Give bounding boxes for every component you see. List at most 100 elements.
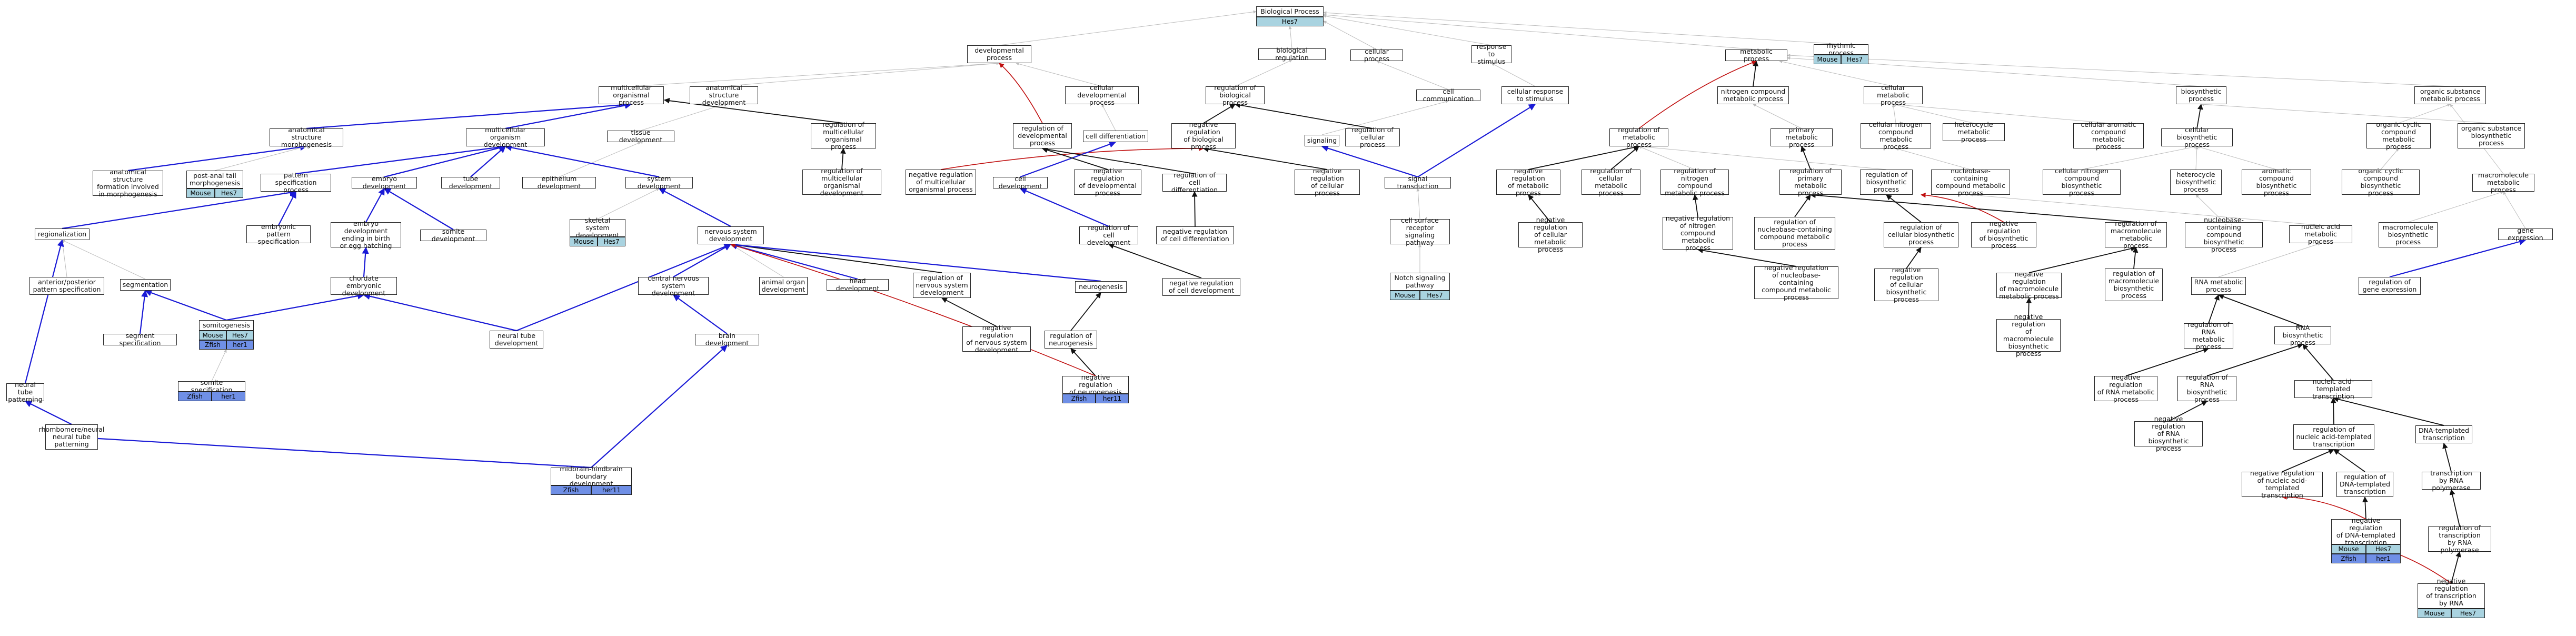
node-regulation-of-cell-development[interactable]: regulation of cell development (1079, 224, 1138, 246)
node-aromatic-compound-biosynthetic-process[interactable]: aromatic compound biosynthetic process (2242, 167, 2311, 197)
node-developmental-process[interactable]: developmental process (967, 45, 1031, 63)
node-neural-tube-patterning[interactable]: neural tube patterning (6, 381, 44, 403)
node-tissue-development[interactable]: tissue development (607, 129, 674, 144)
node-regulation-of-cellular-process[interactable]: regulation of cellular process (1345, 126, 1400, 148)
node-regulation-of-cellular-metabolic-process[interactable]: regulation of cellular metabolic process (1582, 167, 1640, 197)
node-cell-communication[interactable]: cell communication (1416, 88, 1480, 103)
node-anatomical-structure-morphogenesis[interactable]: anatomical structure morphogenesis (270, 126, 343, 148)
node-chordate-embryonic-development[interactable]: chordate embryonic development (331, 275, 397, 297)
node-central-nervous-system-development[interactable]: central nervous system development (638, 275, 709, 297)
node-regulation-of-gene-expression[interactable]: regulation of gene expression (2359, 277, 2421, 295)
node-metabolic-process[interactable]: metabolic process (1725, 48, 1787, 63)
node-tube-development[interactable]: tube development (441, 175, 500, 190)
node-negative-regulation-of-biological-process[interactable]: negative regulation of biological proces… (1171, 121, 1236, 151)
node-pattern-specification-process[interactable]: pattern specification process (261, 172, 331, 194)
node-dna-templated-transcription[interactable]: DNA-templated transcription (2415, 425, 2472, 443)
node-segment-specification[interactable]: segment specification (103, 332, 177, 347)
node-macromolecule-metabolic-process[interactable]: macromolecule metabolic process (2472, 172, 2534, 194)
node-epithelium-development[interactable]: epithelium development (522, 175, 596, 190)
node-embryonic-pattern-specification[interactable]: embryonic pattern specification (246, 223, 311, 245)
node-anterior-posterior-pattern-specification[interactable]: anterior/posterior pattern specification (29, 277, 104, 295)
node-nucleic-acid-templated-transcription[interactable]: nucleic acid-templated transcription (2294, 378, 2372, 400)
node-segmentation[interactable]: segmentation (120, 279, 171, 291)
node-regulation-of-nitrogen-compound-metabolic-process[interactable]: regulation of nitrogen compound metaboli… (1660, 167, 1729, 197)
node-negative-regulation-of-cellular-process[interactable]: negative regulation of cellular process (1295, 167, 1360, 197)
node-regionalization[interactable]: regionalization (35, 228, 89, 240)
node-rna-biosynthetic-process[interactable]: RNA biosynthetic process (2274, 324, 2331, 346)
node-somite-specification[interactable]: somite specification (178, 379, 245, 394)
node-negative-regulation-of-cellular-metabolic-process[interactable]: negative regulation of cellular metaboli… (1518, 216, 1583, 253)
node-cellular-metabolic-process[interactable]: cellular metabolic process (1864, 84, 1923, 106)
node-regulation-of-macromolecule-metabolic-process[interactable]: regulation of macromolecule metabolic pr… (2105, 220, 2167, 250)
node-organic-cyclic-compound-biosynthetic-process[interactable]: organic cyclic compound biosynthetic pro… (2342, 167, 2420, 197)
node-primary-metabolic-process[interactable]: primary metabolic process (1771, 126, 1833, 148)
node-signal-transduction[interactable]: signal transduction (1385, 175, 1451, 190)
node-negative-regulation-of-cell-differentiation[interactable]: negative regulation of cell differentiat… (1156, 226, 1234, 244)
node-gene-expression[interactable]: gene expression (2498, 227, 2553, 242)
node-regulation-of-developmental-process[interactable]: regulation of developmental process (1013, 123, 1072, 148)
node-biological-process[interactable]: Biological Process (1256, 6, 1324, 17)
node-post-anal-tail-morphogenesis[interactable]: post-anal tail morphogenesis (186, 171, 243, 188)
node-neurogenesis[interactable]: neurogenesis (1075, 281, 1127, 293)
node-signaling[interactable]: signaling (1305, 135, 1339, 146)
node-cellular-biosynthetic-process[interactable]: cellular biosynthetic process (2161, 126, 2233, 148)
node-somitogenesis[interactable]: somitogenesis (199, 320, 254, 331)
node-regulation-of-nucleic-acid-templated-transcription[interactable]: regulation of nucleic acid-templated tra… (2293, 424, 2374, 450)
node-negative-regulation-of-multicellular-organismal-process[interactable]: negative regulation of multicellular org… (906, 170, 976, 195)
node-regulation-of-transcription-by-rna-polymerase[interactable]: regulation of transcription by RNA polym… (2428, 524, 2491, 554)
node-negative-regulation-of-nucleobase-containing-compound-metabolic-process[interactable]: negative regulation of nucleobase-contai… (1754, 264, 1838, 301)
node-negative-regulation-of-developmental-process[interactable]: negative regulation of developmental pro… (1074, 167, 1141, 197)
node-heterocycle-metabolic-process[interactable]: heterocycle metabolic process (1943, 121, 2005, 143)
node-organic-substance-biosynthetic-process[interactable]: organic substance biosynthetic process (2458, 123, 2525, 148)
node-animal-organ-development[interactable]: animal organ development (759, 277, 808, 295)
node-cellular-nitrogen-compound-biosynthetic-process[interactable]: cellular nitrogen compound biosynthetic … (2043, 167, 2121, 197)
node-negative-regulation-of-macromolecule-metabolic-process[interactable]: negative regulation of macromolecule met… (1996, 271, 2062, 300)
node-embryo-development[interactable]: embryo development (352, 175, 417, 190)
node-response-to-stimulus[interactable]: response to stimulus (1471, 43, 1511, 65)
node-regulation-of-dna-templated-transcription[interactable]: regulation of DNA-templated transcriptio… (2336, 472, 2393, 497)
node-rhombomere-neural-tube-patterning[interactable]: rhombomere/neural neural tube patterning (39, 424, 104, 450)
node-biosynthetic-process[interactable]: biosynthetic process (2176, 86, 2226, 104)
node-regulation-of-multicellular-organismal-development[interactable]: regulation of multicellular organismal d… (802, 167, 881, 197)
node-nucleobase-containing-compound-biosynthetic-process[interactable]: nucleobase-containing compound biosynthe… (2185, 216, 2263, 253)
node-rhythmic-process[interactable]: rhythmic process (1814, 42, 1868, 57)
node-negative-regulation-of-biosynthetic-process[interactable]: negative regulation of biosynthetic proc… (1971, 220, 2036, 250)
node-negative-regulation-of-neurogenesis[interactable]: negative regulation of neurogenesis (1062, 374, 1129, 396)
node-negative-regulation-of-macromolecule-biosynthetic-process[interactable]: negative regulation of macromolecule bio… (1996, 313, 2061, 357)
node-cellular-developmental-process[interactable]: cellular developmental process (1065, 84, 1139, 106)
node-anatomical-structure-formation-in-morphogenesis[interactable]: anatomical structure formation involved … (93, 168, 163, 198)
node-negative-regulation-of-transcription-by-rna-polymerase[interactable]: negative regulation of transcription by … (2418, 578, 2485, 614)
node-cellular-process[interactable]: cellular process (1350, 48, 1403, 63)
node-negative-regulation-of-rna-biosynthetic-process[interactable]: negative regulation of RNA biosynthetic … (2134, 415, 2203, 452)
node-rna-metabolic-process[interactable]: RNA metabolic process (2191, 277, 2246, 295)
node-macromolecule-biosynthetic-process[interactable]: macromolecule biosynthetic process (2379, 222, 2438, 247)
node-cell-surface-receptor-signaling-pathway[interactable]: cell surface receptor signaling pathway (1390, 217, 1450, 246)
node-multicellular-organismal-process[interactable]: multicellular organismal process (599, 84, 664, 106)
node-negative-regulation-of-nitrogen-compound-metabolic-process[interactable]: negative regulation of nitrogen compound… (1663, 215, 1733, 252)
node-cellular-nitrogen-compound-metabolic-process[interactable]: cellular nitrogen compound metabolic pro… (1861, 121, 1931, 151)
node-cell-differentiation[interactable]: cell differentiation (1083, 131, 1148, 142)
node-embryo-development-ending-in-birth[interactable]: embryo development ending in birth or eg… (331, 220, 401, 250)
node-regulation-of-cell-differentiation[interactable]: regulation of cell differentiation (1162, 172, 1227, 194)
node-cellular-aromatic-compound-metabolic-process[interactable]: cellular aromatic compound metabolic pro… (2073, 121, 2144, 151)
node-regulation-of-biological-process[interactable]: regulation of biological process (1206, 84, 1265, 106)
node-system-development[interactable]: system development (625, 175, 693, 190)
node-heterocycle-biosynthetic-process[interactable]: heterocycle biosynthetic process (2170, 170, 2222, 195)
node-midbrain-hindbrain-boundary-development[interactable]: midbrain-hindbrain boundary development (551, 465, 632, 488)
node-cellular-response-to-stimulus[interactable]: cellular response to stimulus (1501, 86, 1569, 104)
node-regulation-of-nucleobase-containing-compound-metabolic-process[interactable]: regulation of nucleobase-containing comp… (1754, 217, 1835, 250)
node-regulation-of-metabolic-process[interactable]: regulation of metabolic process (1609, 126, 1668, 148)
node-negative-regulation-of-rna-metabolic-process[interactable]: negative regulation of RNA metabolic pro… (2094, 374, 2157, 403)
node-notch-signaling-pathway[interactable]: Notch signaling pathway (1390, 273, 1450, 291)
node-brain-development[interactable]: brain development (695, 332, 759, 347)
node-nitrogen-compound-metabolic-process[interactable]: nitrogen compound metabolic process (1717, 86, 1789, 104)
node-negative-regulation-of-nervous-system-development[interactable]: negative regulation of nervous system de… (962, 324, 1031, 354)
node-negative-regulation-of-cellular-biosynthetic-process[interactable]: negative regulation of cellular biosynth… (1874, 266, 1938, 303)
node-biological-regulation[interactable]: biological regulation (1258, 47, 1326, 62)
node-regulation-of-multicellular-organismal-process[interactable]: regulation of multicellular organismal p… (811, 121, 876, 151)
node-regulation-of-rna-biosynthetic-process[interactable]: regulation of RNA biosynthetic process (2177, 374, 2236, 403)
node-anatomical-structure-development[interactable]: anatomical structure development (690, 84, 758, 106)
node-regulation-of-primary-metabolic-process[interactable]: regulation of primary metabolic process (1779, 167, 1842, 197)
node-negative-regulation-of-cell-development[interactable]: negative regulation of cell development (1162, 278, 1240, 296)
node-organic-substance-metabolic-process[interactable]: organic substance metabolic process (2414, 86, 2486, 104)
